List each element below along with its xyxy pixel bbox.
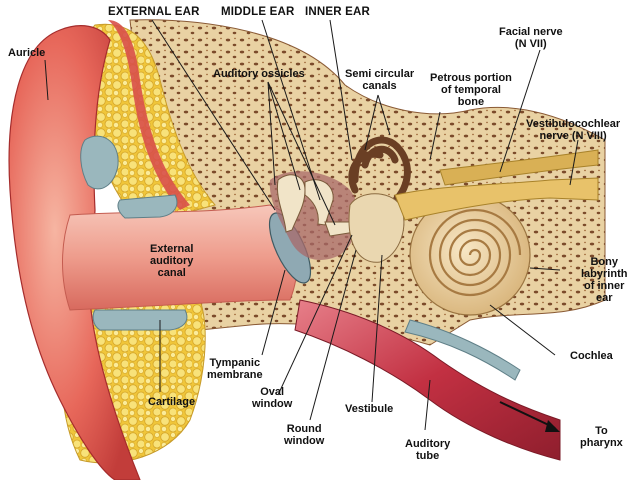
cochlea-spiral bbox=[428, 208, 522, 297]
petrous-portion-label: Petrous portion of temporal bone bbox=[430, 72, 512, 108]
oval-window-label: Oval window bbox=[252, 386, 293, 410]
to-pharynx-arrowhead bbox=[545, 420, 560, 432]
cartilage-pocket-3 bbox=[92, 309, 188, 331]
external-auditory-canal bbox=[62, 204, 298, 311]
auditory-tube-shape bbox=[294, 299, 561, 461]
tympanic-membrane-label: Tympanic membrane bbox=[207, 357, 263, 381]
external-auditory-canal-label: External auditory canal bbox=[150, 243, 194, 279]
external-ear-heading: EXTERNAL EAR bbox=[108, 6, 200, 18]
semi-circular-canals-label: Semi circular canals bbox=[345, 68, 415, 92]
cartilage-pocket-2 bbox=[117, 194, 178, 219]
to-pharynx-arrow bbox=[499, 401, 556, 429]
tube-cartilage bbox=[404, 319, 521, 381]
bony-labyrinth-label: Bony labyrinth of inner ear bbox=[581, 256, 628, 304]
cochlea-label: Cochlea bbox=[570, 350, 613, 362]
round-window-label: Round window bbox=[284, 423, 325, 447]
vestibulocochlear-nerve-shape bbox=[394, 177, 599, 221]
leader-lines bbox=[44, 19, 579, 431]
auricle-label: Auricle bbox=[8, 47, 46, 59]
facial-nerve-shape bbox=[439, 149, 599, 186]
cartilage-pocket-1 bbox=[80, 135, 119, 190]
facial-nerve-label: Facial nerve (N VII) bbox=[499, 26, 563, 50]
cartilage-label: Cartilage bbox=[148, 396, 196, 408]
inner-ear-heading: INNER EAR bbox=[305, 6, 371, 18]
auditory-tube-label: Auditory tube bbox=[405, 438, 451, 462]
vestibule-label: Vestibule bbox=[345, 403, 394, 415]
malleus bbox=[276, 174, 306, 233]
semicircular-canals bbox=[348, 136, 411, 209]
middle-ear-heading: MIDDLE EAR bbox=[221, 6, 295, 18]
auditory-ossicles-label: Auditory ossicles bbox=[213, 68, 305, 80]
incus bbox=[304, 179, 334, 226]
vestibulocochlear-nerve-label: Vestibulocochlear nerve (N VIII) bbox=[526, 118, 621, 142]
vestibule-shape bbox=[348, 193, 405, 263]
to-pharynx-label: To pharynx bbox=[580, 425, 623, 449]
